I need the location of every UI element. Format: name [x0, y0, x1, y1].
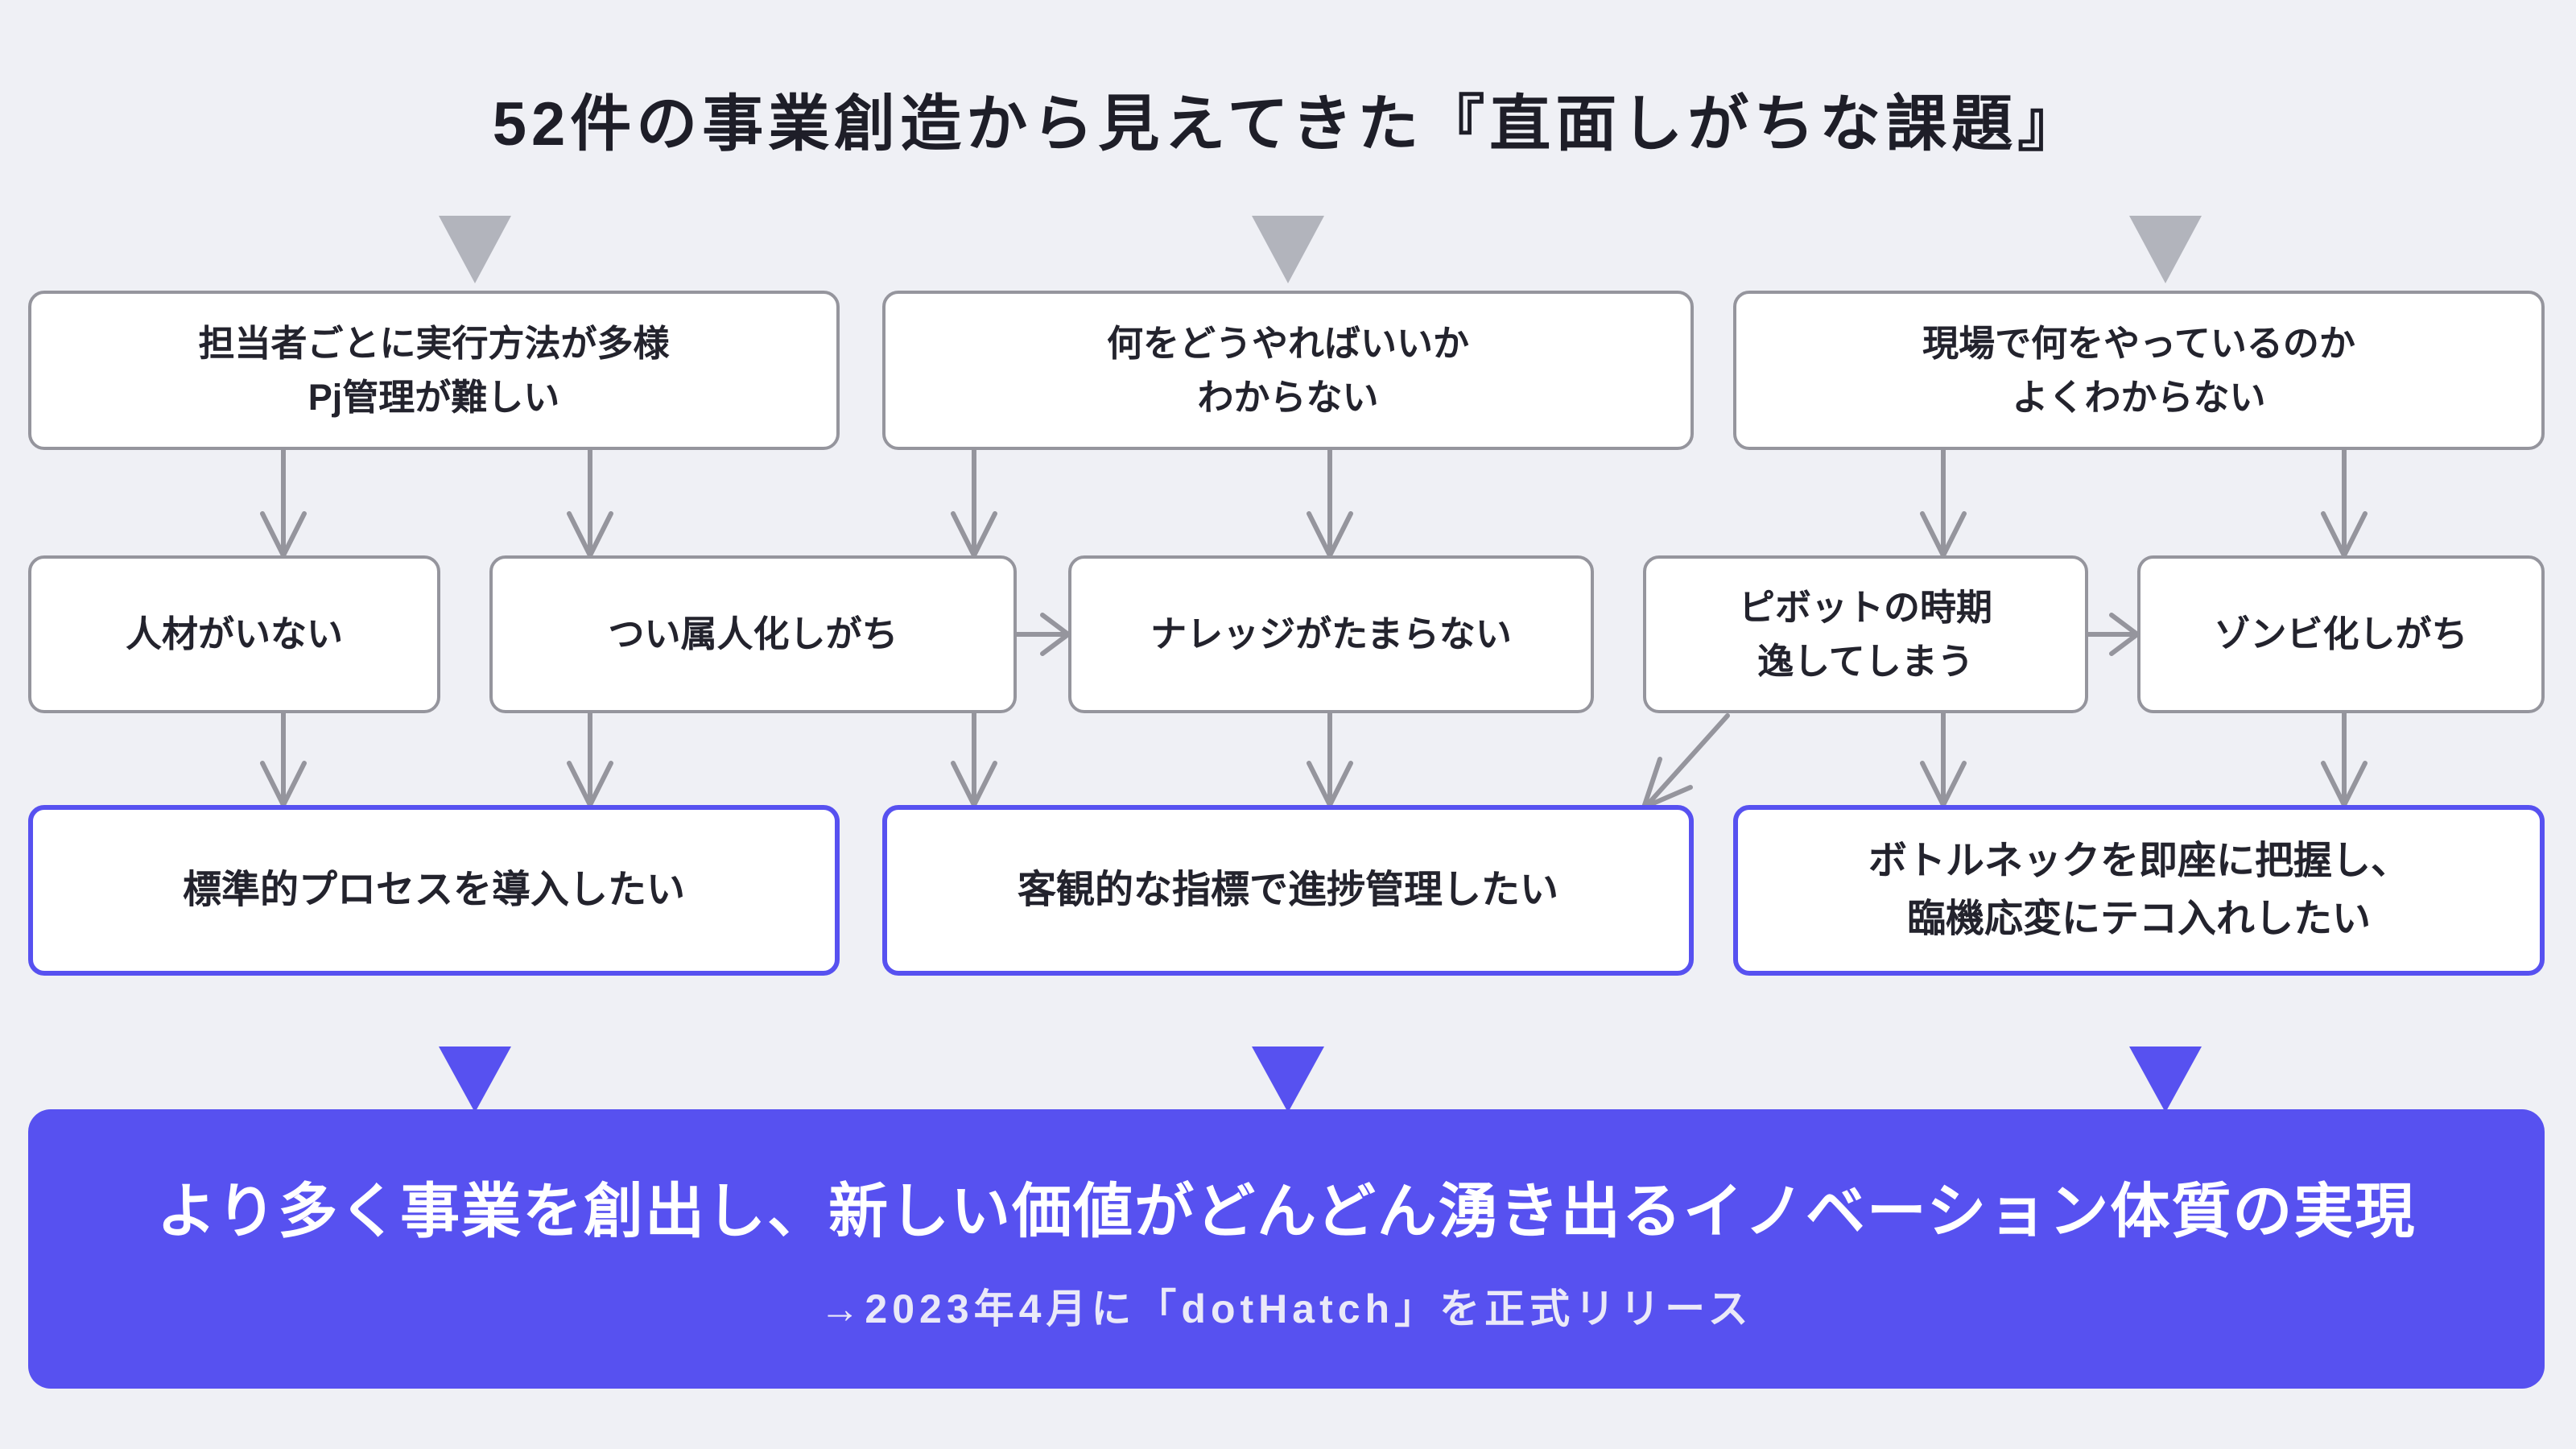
box-problem-no-visibility: 現場で何をやっているのか よくわからない — [1733, 291, 2545, 450]
arrow-down — [260, 448, 307, 558]
arrow-down — [1307, 711, 1353, 807]
arrow-down — [1307, 448, 1353, 558]
box-symptom-no-talent: 人材がいない — [28, 555, 440, 713]
triangle-down-icon — [2129, 1046, 2202, 1113]
box-symptom-person-dependent: つい属人化しがち — [489, 555, 1017, 713]
triangle-down-icon — [2129, 216, 2202, 283]
banner-subline: →2023年4月に「dotHatch」を正式リリース — [819, 1286, 1753, 1331]
box-goal-find-bottlenecks: ボトルネックを即座に把握し、 臨機応変にテコ入れしたい — [1733, 805, 2545, 976]
arrow-down — [951, 448, 997, 558]
box-symptom-missed-pivot: ピボットの時期 逸してしまう — [1643, 555, 2088, 713]
box-symptom-zombie: ゾンビ化しがち — [2137, 555, 2545, 713]
banner-headline: より多く事業を創出し、新しい価値がどんどん湧き出るイノベーション体質の実現 — [156, 1178, 2417, 1245]
box-problem-diverse-methods: 担当者ごとに実行方法が多様 Pj管理が難しい — [28, 291, 840, 450]
box-goal-objective-metrics: 客観的な指標で進捗管理したい — [882, 805, 1694, 976]
arrow-diagonal — [1641, 713, 1730, 810]
triangle-down-icon — [439, 1046, 511, 1113]
triangle-down-icon — [439, 216, 511, 283]
arrow-down — [567, 448, 613, 558]
arrow-down — [1920, 448, 1967, 558]
arrow-down — [2321, 711, 2368, 807]
triangle-down-icon — [1252, 1046, 1324, 1113]
box-problem-dont-know-how: 何をどうやればいいか わからない — [882, 291, 1694, 450]
page-title: 52件の事業創造から見えてきた『直面しがちな課題』 — [492, 90, 2084, 159]
arrow-down — [2321, 448, 2368, 558]
arrow-down — [567, 711, 613, 807]
arrow-right — [2086, 613, 2140, 656]
arrow-down — [951, 711, 997, 807]
triangle-down-icon — [1252, 216, 1324, 283]
box-goal-standard-process: 標準的プロセスを導入したい — [28, 805, 840, 976]
arrow-down — [1920, 711, 1967, 807]
arrow-right — [1014, 613, 1071, 656]
conclusion-banner: より多く事業を創出し、新しい価値がどんどん湧き出るイノベーション体質の実現 →2… — [28, 1109, 2545, 1389]
box-symptom-no-knowledge: ナレッジがたまらない — [1068, 555, 1594, 713]
arrow-down — [260, 711, 307, 807]
